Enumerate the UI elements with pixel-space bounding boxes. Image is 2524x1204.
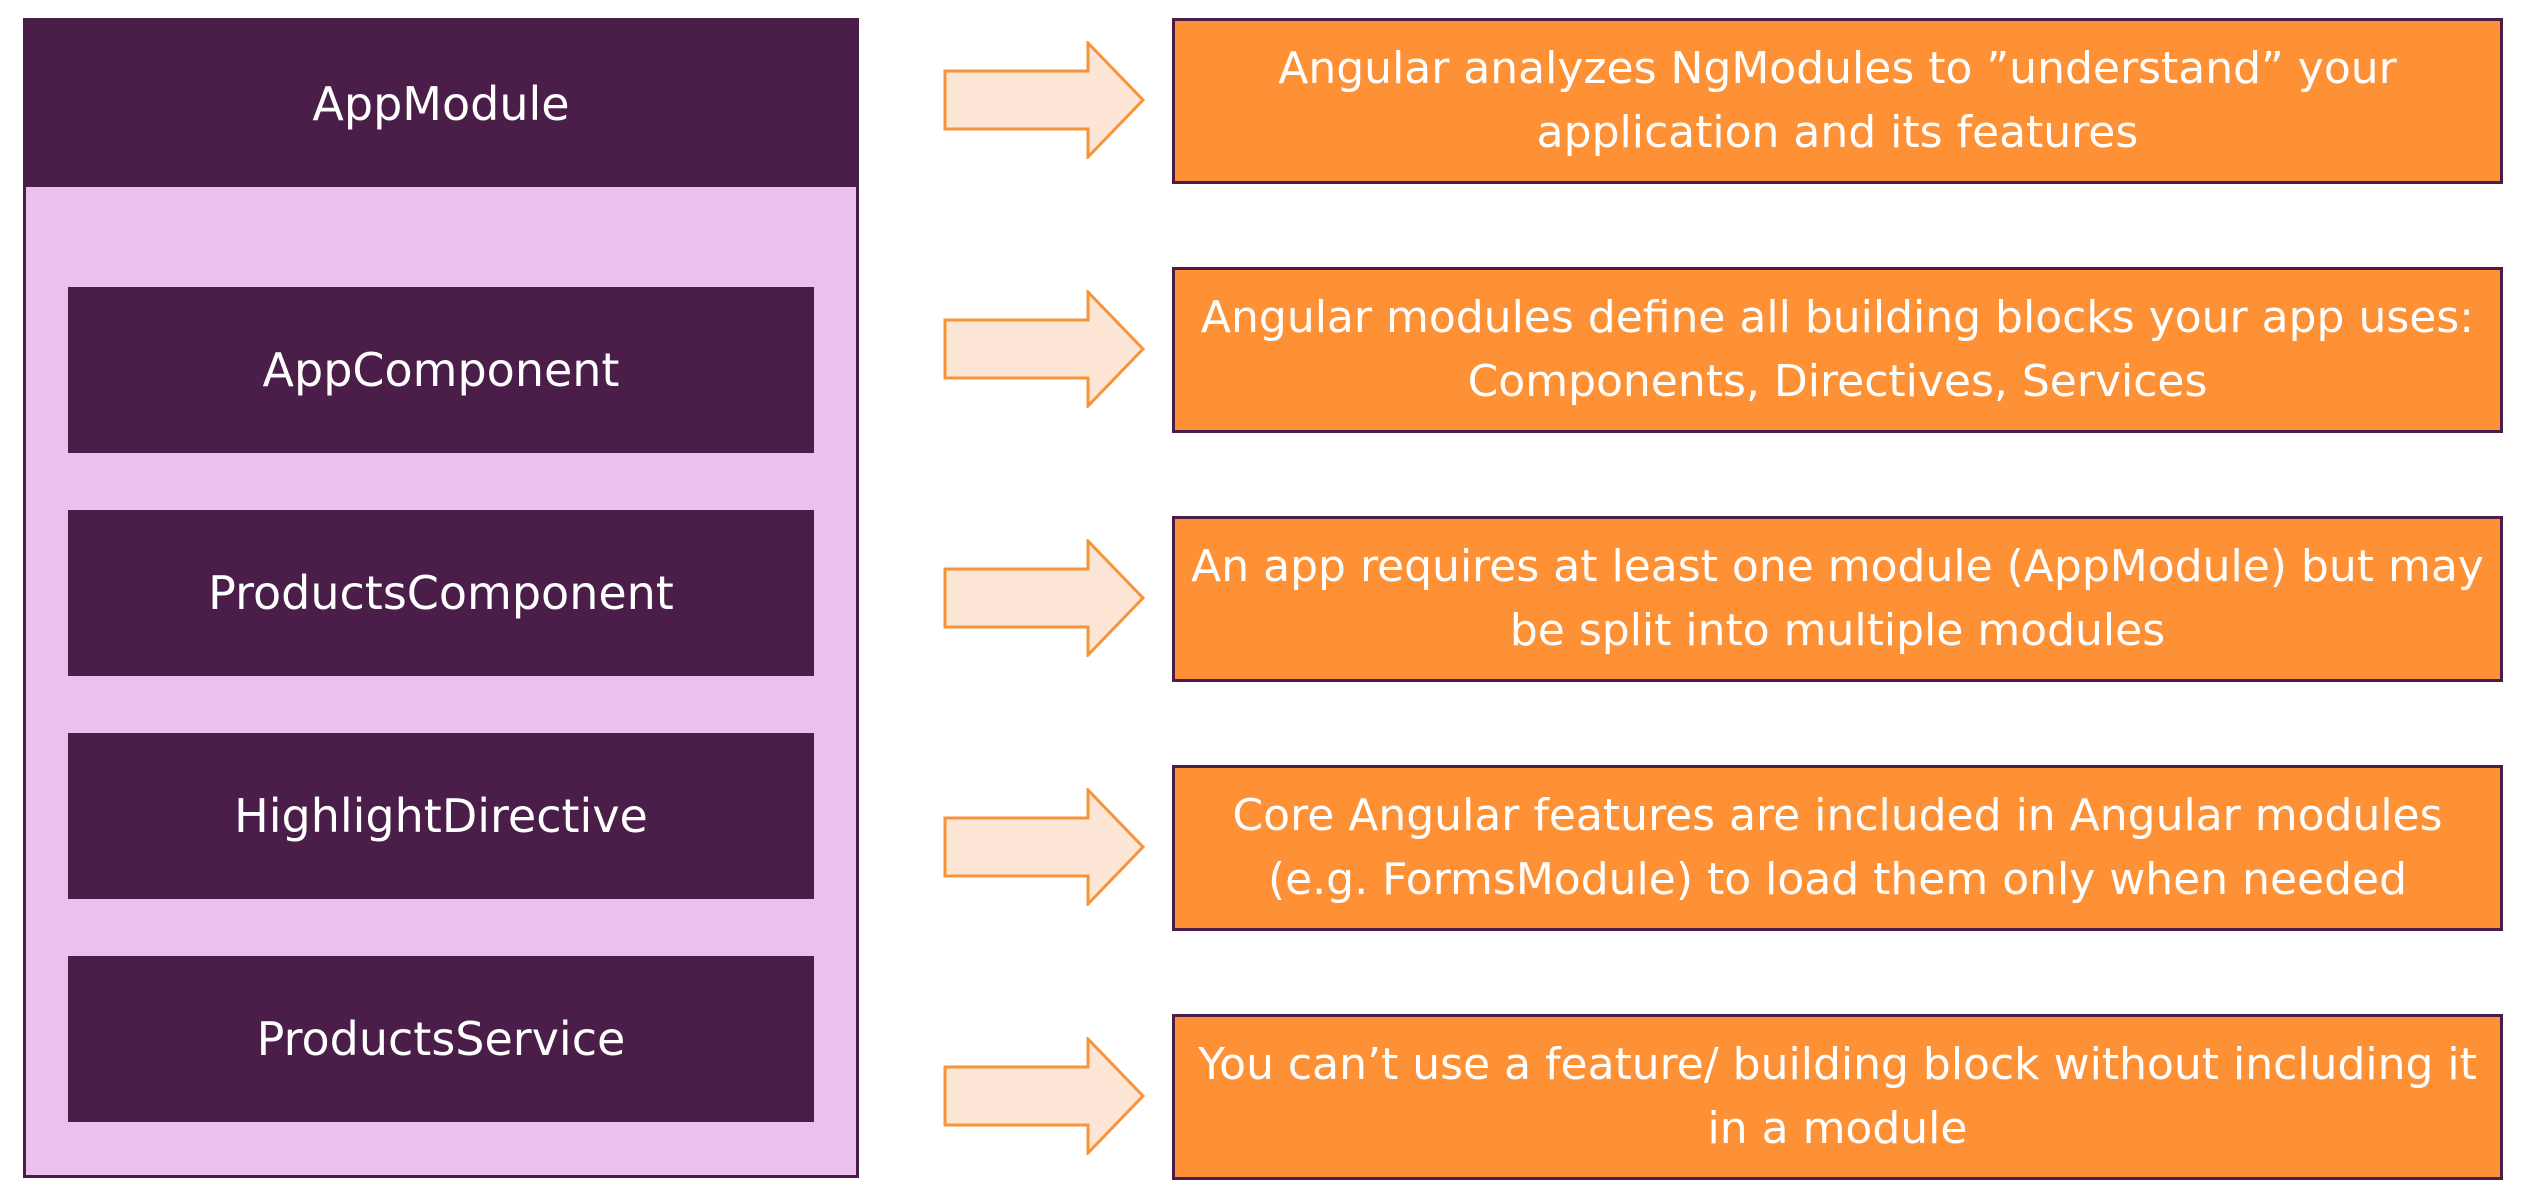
note-text: Angular analyzes NgModules to ”understan… [1278, 43, 2397, 158]
app-module-title: AppModule [26, 21, 856, 187]
note-text: Angular modules define all building bloc… [1200, 292, 2475, 407]
block-products-component: ProductsComponent [68, 510, 814, 676]
arrow-right-icon [943, 788, 1146, 906]
note-building-blocks: Angular modules define all building bloc… [1172, 267, 2503, 433]
note-ngmodules-analysis: Angular analyzes NgModules to ”understan… [1172, 18, 2503, 184]
block-highlight-directive: HighlightDirective [68, 733, 814, 899]
arrow-right-icon [943, 41, 1146, 159]
note-module-requirement: An app requires at least one module (App… [1172, 516, 2503, 682]
app-module-panel: AppModule AppComponent ProductsComponent… [23, 18, 859, 1178]
arrow-right-icon [943, 539, 1146, 657]
block-products-service: ProductsService [68, 956, 814, 1122]
note-text: Core Angular features are included in An… [1232, 790, 2443, 905]
note-core-features: Core Angular features are included in An… [1172, 765, 2503, 931]
arrow-right-icon [943, 290, 1146, 408]
arrow-right-icon [943, 1037, 1146, 1155]
note-text: An app requires at least one module (App… [1191, 541, 2484, 656]
note-module-inclusion: You can’t use a feature/ building block … [1172, 1014, 2503, 1180]
block-app-component: AppComponent [68, 287, 814, 453]
note-text: You can’t use a feature/ building block … [1198, 1039, 2477, 1154]
